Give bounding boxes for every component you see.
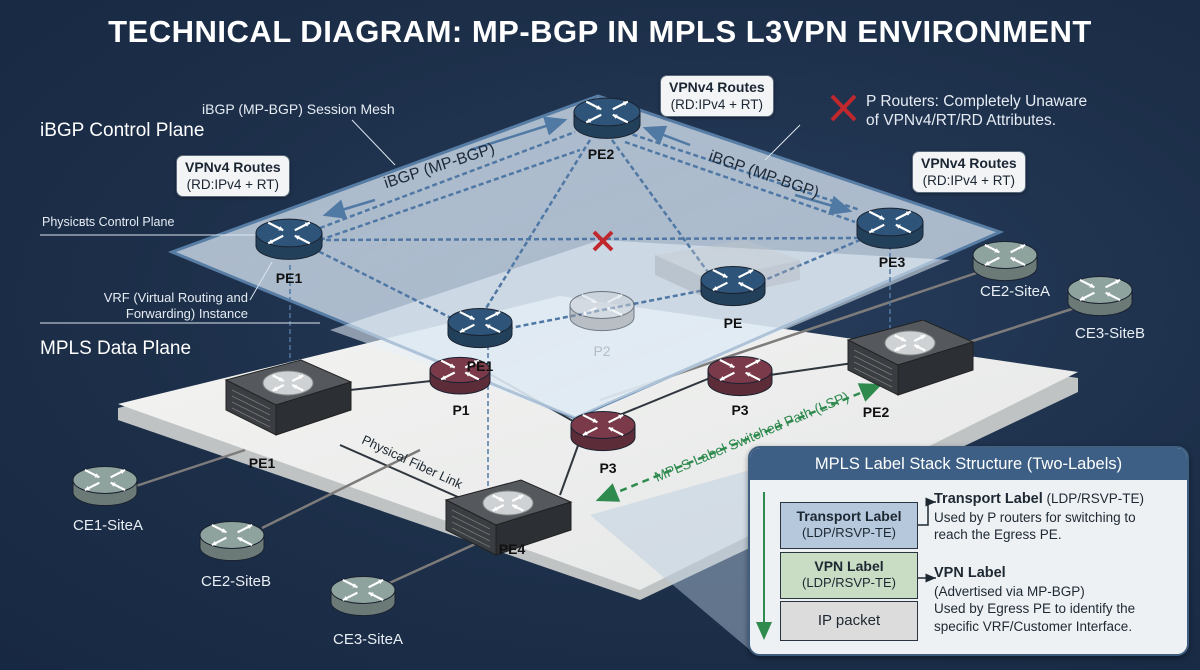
node-label-pe4-data: PE4 xyxy=(498,541,526,557)
control-plane-label: iBGP Control Plane xyxy=(40,120,205,141)
vrf-leader xyxy=(249,261,273,301)
ibgp-arrows xyxy=(322,116,853,219)
vpn-layer-sub: (LDP/RSVP-TE) xyxy=(802,575,896,590)
cross-icon xyxy=(830,94,857,122)
node-label-pe1-control: PE1 xyxy=(275,270,303,286)
vpn-description: VPN Label (Advertised via MP-BGP) Used b… xyxy=(934,564,1135,635)
vrf-label-line2: Forwarding) Instance xyxy=(125,306,248,321)
pe2-chassis xyxy=(846,319,975,396)
node-label-p3-bottom: P3 xyxy=(599,460,617,476)
transport-label-layer: Transport Label (LDP/RSVP-TE) xyxy=(780,502,918,549)
ce3-siteb-router-icon xyxy=(1067,276,1133,317)
pe3-router-icon-control xyxy=(856,207,924,249)
node-label-p2-ghost: P2 xyxy=(593,343,611,359)
bubble-title: VPNv4 Routes xyxy=(669,79,765,95)
physical-control-plane-label: Physicвts Control Plane xyxy=(42,215,175,229)
ce-label-ce3-sitea: CE3-SiteA xyxy=(332,631,404,648)
node-label-pe-mid: PE xyxy=(723,315,743,331)
session-mesh-label: iBGP (MP-BGP) Session Mesh xyxy=(202,101,395,117)
node-label-pe3-control: PE3 xyxy=(878,254,906,270)
ce-label-ce1-sitea: CE1-SiteA xyxy=(72,517,144,534)
ce-label-ce3-siteb: CE3-SiteB xyxy=(1074,325,1146,342)
vpn-desc-line2: Used by Egress PE to identify the xyxy=(934,601,1136,616)
node-label-p3-right: P3 xyxy=(731,402,749,418)
ip-packet-layer: IP packet xyxy=(780,601,918,641)
p-routers-leader xyxy=(764,124,801,161)
ibgp-mesh xyxy=(289,130,891,500)
node-label-p1: P1 xyxy=(452,402,470,418)
transport-desc-title: Transport Label xyxy=(934,491,1043,507)
data-plane-label: MPLS Data Plane xyxy=(40,338,192,359)
link-p3-pe2 xyxy=(769,361,861,376)
p1-router-icon xyxy=(429,356,491,395)
p-routers-note-line2: of VPNv4/RT/RD Attributes. xyxy=(866,112,1057,129)
node-label-pe2-data: PE2 xyxy=(862,404,890,420)
vpnv4-bubble-pe1: VPNv4 Routes (RD:IPv4 + RT) xyxy=(176,155,290,197)
vpn-layer-name: VPN Label xyxy=(814,558,884,574)
pe1-router-icon-control xyxy=(255,218,323,260)
vpnv4-bubble-pe3: VPNv4 Routes (RD:IPv4 + RT) xyxy=(912,151,1026,193)
vpn-desc-line1: (Advertised via MP-BGP) xyxy=(934,583,1085,599)
ce-label-ce2-siteb: CE2-SiteB xyxy=(200,573,272,590)
transport-desc-proto: (LDP/RSVP-TE) xyxy=(1042,491,1145,506)
p3-router-icon-bottom xyxy=(570,411,636,452)
pe2-router-icon-control xyxy=(573,97,641,139)
page-title: TECHNICAL DIAGRAM: MP-BGP IN MPLS L3VPN … xyxy=(108,14,1092,49)
vrf-label-line1: VRF (Virtual Routing and xyxy=(103,290,248,305)
node-label-pe1-mid: PE1 xyxy=(466,358,494,374)
ce1-sitea-router-icon xyxy=(72,466,138,507)
transport-layer-name: Transport Label xyxy=(796,508,902,524)
transport-desc-line2: reach the Egress PE. xyxy=(934,527,1062,542)
link-p3-pe4 xyxy=(559,439,581,496)
p3-router-icon-right xyxy=(707,356,773,397)
label-stack-title: MPLS Label Stack Structure (Two-Labels) xyxy=(750,448,1187,480)
label-stack-arrows xyxy=(756,492,936,640)
vpnv4-bubble-pe2: VPNv4 Routes (RD:IPv4 + RT) xyxy=(660,75,774,117)
node-label-pe1-data: PE1 xyxy=(248,455,276,471)
p-routers-note-line1: P Routers: Completely Unaware xyxy=(866,93,1088,110)
cross-icon xyxy=(592,230,614,252)
transport-connector xyxy=(916,497,936,526)
bubble-title: VPNv4 Routes xyxy=(921,155,1017,171)
vrf-label: VRF (Virtual Routing and Forwarding) Ins… xyxy=(86,290,248,322)
node-label-pe2-control: PE2 xyxy=(587,146,615,162)
bubble-sub: (RD:IPv4 + RT) xyxy=(670,97,764,112)
transport-description: Transport Label (LDP/RSVP-TE) Used by P … xyxy=(934,490,1144,544)
bubble-sub: (RD:IPv4 + RT) xyxy=(186,177,280,192)
p2-ghost-router-icon xyxy=(569,291,635,332)
transport-desc-line1: Used by P routers for switching to xyxy=(934,509,1136,525)
lsp-path xyxy=(595,383,883,502)
link-ce2b xyxy=(261,448,421,530)
vpn-label-layer: VPN Label (LDP/RSVP-TE) xyxy=(780,552,918,599)
pe1-router-icon-mid xyxy=(447,308,513,349)
pe-router-icon-mid xyxy=(700,266,766,307)
bubble-title: VPNv4 Routes xyxy=(185,159,281,175)
transport-layer-sub: (LDP/RSVP-TE) xyxy=(802,525,896,540)
ce2-sitea-router-icon xyxy=(972,241,1038,282)
ce2-siteb-router-icon xyxy=(199,521,265,562)
ce-label-ce2-sitea: CE2-SiteA xyxy=(979,283,1051,300)
session-mesh-leader xyxy=(351,119,396,166)
pe4-chassis xyxy=(444,479,573,556)
vpn-desc-title: VPN Label xyxy=(934,565,1006,581)
label-stack-panel: MPLS Label Stack Structure (Two-Labels) … xyxy=(748,446,1189,656)
vpn-desc-line3: specific VRF/Customer Interface. xyxy=(934,618,1133,634)
link-ce3b-pe2 xyxy=(959,306,1076,347)
link-ce1-pe1 xyxy=(129,448,246,490)
ce3-sitea-router-icon xyxy=(330,576,396,617)
p-routers-note: P Routers: Completely Unaware of VPNv4/R… xyxy=(866,92,1087,130)
bubble-sub: (RD:IPv4 + RT) xyxy=(922,173,1016,188)
zoom-beam xyxy=(590,470,750,650)
pe1-chassis xyxy=(224,359,353,436)
